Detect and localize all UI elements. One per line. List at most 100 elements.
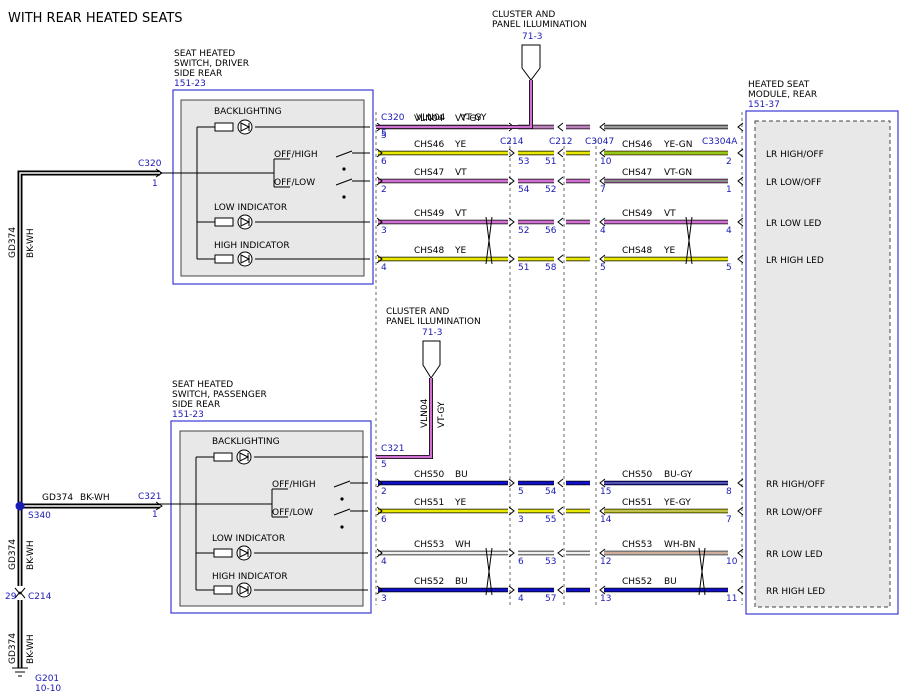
c3047-label[interactable]: C3047: [585, 137, 614, 147]
splice-s340-icon[interactable]: [15, 501, 25, 511]
drv-chs48-c214-arrow-icon: [508, 254, 515, 264]
pass-chs50-mod-arrow-icon: [737, 478, 744, 488]
pass-chs52-circuit-label: CHS52: [414, 577, 444, 587]
drv-chs49-pin-c214: 52: [518, 226, 529, 236]
pass-chs50-pin-c212: 54: [545, 487, 557, 497]
pass-low-led-icon: [213, 545, 252, 561]
ground-c320-label[interactable]: C320: [138, 159, 162, 169]
ground-c321-label[interactable]: C321: [138, 492, 161, 502]
ground-upper-color: BK-WH: [26, 228, 36, 258]
pass-chs51-module-label: RR LOW/OFF: [766, 508, 823, 518]
pass-switch-ref[interactable]: 151-23: [172, 410, 204, 420]
driver-switch-line1: SEAT HEATED: [174, 49, 235, 59]
drv-chs48-pin-c214: 51: [518, 263, 529, 273]
pass-chs50-pin-mod: 8: [726, 487, 732, 497]
pass-chs52-color-label: BU: [455, 577, 468, 587]
drv-chs48-pin-c212: 58: [545, 263, 557, 273]
drv-chs49-c3047-arrow-icon: [599, 217, 606, 227]
illum-bottom-line1: CLUSTER AND: [386, 307, 449, 317]
module-outer: [745, 110, 899, 615]
c321-top-label[interactable]: C321: [381, 444, 404, 454]
pass-chs52-pin-mod: 11: [726, 594, 737, 604]
illum-bottom-arrow-icon: [422, 340, 441, 379]
pass-chs51-mod-arrow-icon: [737, 506, 744, 516]
pass-switch-line1: SEAT HEATED: [172, 380, 233, 390]
c320-top-label[interactable]: C320: [381, 113, 405, 123]
pass-chs52-pin-c212: 57: [545, 594, 556, 604]
ground-mid-circuit: GD374: [42, 493, 73, 503]
drv-chs46-pin-c212: 51: [545, 157, 556, 167]
pass-switch-contacts: [340, 497, 344, 529]
drv-chs46-c3047-arrow-icon: [599, 148, 606, 158]
pass-switch-line3: SIDE REAR: [172, 400, 220, 410]
pass-chs51-circuit-r-label: CHS51: [622, 498, 652, 508]
drv-chs49-mod-arrow-icon: [737, 217, 744, 227]
illum-bottom-ref[interactable]: 71-3: [422, 328, 442, 338]
drv-chs49-color-label: VT: [455, 209, 467, 219]
pass-chs51-pin-c3047: 14: [600, 515, 612, 525]
drv-vln04-c3047-arrow-icon: [599, 122, 606, 132]
ground-c321-arrow-icon: [155, 501, 163, 511]
c214-ground-label[interactable]: C214: [28, 592, 52, 602]
pass-chs51-color-r-label: YE-GY: [663, 498, 691, 508]
driver-switch-line2: SWITCH, DRIVER: [174, 59, 249, 69]
ground-mid2-color: BK-WH: [26, 540, 36, 570]
pass-chs51-pin-mod: 7: [726, 515, 732, 525]
diagram-title: WITH REAR HEATED SEATS: [8, 11, 183, 26]
drv-chs48-circuit-label: CHS48: [414, 246, 444, 256]
drv-chs47-pin-c214: 54: [518, 185, 530, 195]
splice-s340-label[interactable]: S340: [28, 511, 51, 521]
drv-chs47-pin-sw: 2: [381, 185, 387, 195]
ground-g201-label[interactable]: G201: [35, 674, 59, 684]
ground-g201-ref[interactable]: 10-10: [35, 684, 61, 694]
drv-chs49-circuit-label: CHS49: [414, 209, 444, 219]
drv-chs46-circuit-r-label: CHS46: [622, 140, 652, 150]
pass-low-indicator-label: LOW INDICATOR: [212, 534, 285, 544]
pass-switch-internal: [160, 456, 368, 591]
pass-chs53-pin-c212: 53: [545, 557, 556, 567]
drv-chs49-module-label: LR LOW LED: [766, 219, 821, 229]
ground-wires[interactable]: [17, 170, 160, 668]
drv-vln04-c212-arrow-icon: [557, 122, 564, 132]
pass-chs53-color-label: WH: [455, 540, 471, 550]
module-ref[interactable]: 151-37: [748, 100, 780, 110]
pass-chs50-c214-arrow-icon: [508, 478, 515, 488]
pass-chs51-c214-arrow-icon: [508, 506, 515, 516]
ground-lower-color: BK-WH: [26, 634, 36, 664]
pass-chs51-pin-arrow-icon: [376, 506, 383, 516]
pass-off-high-label: OFF/HIGH: [272, 480, 316, 490]
top-vln04-wire[interactable]: [376, 80, 533, 129]
bottom-vln04-wire[interactable]: [376, 378, 433, 459]
ground-c320-pin: 1: [152, 179, 158, 189]
illum-top-line2: PANEL ILLUMINATION: [492, 20, 587, 30]
driver-switch-ref[interactable]: 151-23: [174, 79, 206, 89]
c214-label[interactable]: C214: [500, 137, 524, 147]
c3304a-label[interactable]: C3304A: [702, 137, 738, 147]
drv-chs46-mod-arrow-icon: [737, 148, 744, 158]
driver-off-low-label: OFF/LOW: [274, 178, 315, 188]
pass-twisted-pair-a-icon: [485, 547, 493, 596]
drv-chs46-c214-arrow-icon: [508, 148, 515, 158]
pass-chs52-pin-c214: 4: [518, 594, 524, 604]
pass-pin-5: 5: [381, 460, 387, 470]
driver-switch-line3: SIDE REAR: [174, 69, 222, 79]
pass-chs52-circuit-r-label: CHS52: [622, 577, 652, 587]
module-line2: MODULE, REAR: [748, 90, 817, 100]
driver-backlighting-label: BACKLIGHTING: [214, 107, 282, 117]
ground-upper-circuit: GD374: [8, 227, 18, 258]
drv-chs49-pin-arrow-icon: [376, 217, 383, 227]
module-line1: HEATED SEAT: [748, 80, 810, 90]
pass-chs50-color-label: BU: [455, 470, 468, 480]
pass-chs50-c212-arrow-icon: [557, 478, 564, 488]
drv-vln04-circuit: VLN04: [416, 113, 446, 123]
ground-g201-icon: [12, 667, 28, 677]
drv-chs48-pin-mod: 5: [726, 263, 732, 273]
pass-chs51-pin-sw: 6: [381, 515, 387, 525]
drv-chs47-mod-arrow-icon: [737, 176, 744, 186]
c212-label[interactable]: C212: [549, 137, 572, 147]
connector-dividers: [375, 112, 743, 605]
illum-top-ref[interactable]: 71-3: [522, 32, 542, 42]
pass-chs52-color-r-label: BU: [664, 577, 677, 587]
